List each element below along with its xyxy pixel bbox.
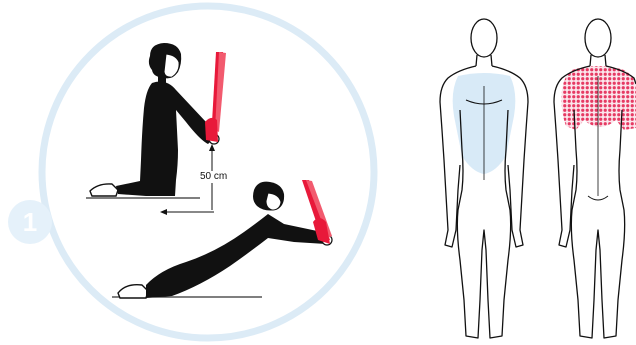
- resistance-band-top: [205, 52, 226, 142]
- step-number-badge: 1: [8, 200, 52, 244]
- distance-label: 50 cm: [199, 171, 228, 183]
- body-front-outline-icon: [440, 19, 528, 338]
- kneeling-figure-bottom: [112, 182, 332, 298]
- body-back-outline-icon: [554, 19, 636, 338]
